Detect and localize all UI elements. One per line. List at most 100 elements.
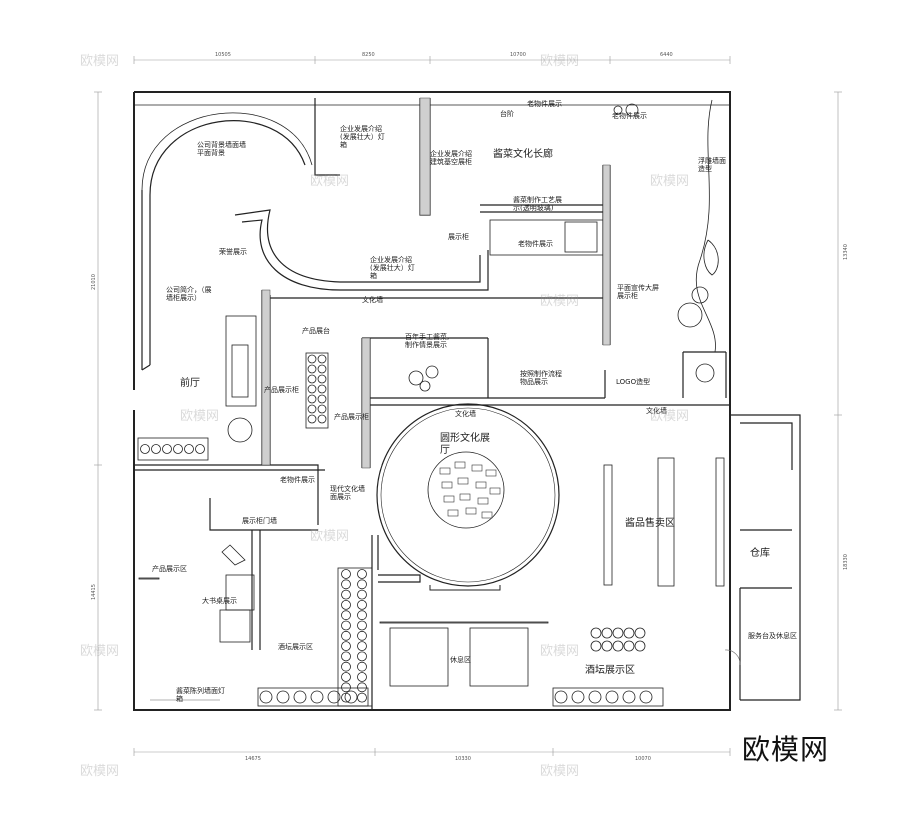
label-dev-history-big: 企业发展介绍 (发展壮大）灯 箱 (340, 125, 385, 150)
watermark: 欧模网 (650, 409, 690, 424)
label-shop: 酱品售卖区 (625, 518, 675, 529)
label-old-tool-mid: 老物件展示 (518, 240, 553, 248)
jar-circle (327, 690, 341, 704)
dim-bottom-3: 10070 (635, 756, 651, 762)
label-dev-history-small: 企业发展介绍 (发展壮大）灯 箱 (370, 256, 415, 281)
label-lobby: 前厅 (180, 378, 200, 389)
jar-circle (341, 589, 351, 600)
jar-circle (341, 682, 351, 693)
jar-circle (601, 627, 613, 639)
jar-circle (317, 364, 327, 374)
jar-circle (357, 569, 367, 579)
jar-circle (357, 630, 367, 641)
jar-circle (310, 690, 324, 704)
jar-circle (357, 682, 367, 693)
jar-circle (341, 661, 351, 672)
label-culture-wall-1: 文化墙 (362, 296, 383, 304)
label-culture-gallery: 酱菜文化长廊 (493, 149, 553, 160)
jar-circle (357, 600, 367, 610)
label-storage: 仓库 (750, 548, 770, 559)
outer-walls (133, 91, 731, 711)
door-swings (150, 649, 741, 701)
dim-bottom-2: 10330 (455, 756, 471, 762)
label-honor-display: 荣誉展示 (219, 248, 247, 256)
jar-circle (307, 364, 317, 374)
label-product-cabinet: 产品展示柜 (264, 386, 299, 394)
jar-circle (357, 661, 367, 672)
label-modern-culture: 现代文化墙 面展示 (330, 485, 365, 502)
jar-circle (307, 354, 317, 364)
watermark: 欧模网 (540, 294, 580, 309)
jar-circle (341, 610, 351, 621)
jar-circle (357, 610, 367, 621)
label-wine-zone-right: 酒坛展示区 (585, 665, 635, 676)
jar-circle (357, 651, 367, 662)
jar-circle (357, 641, 367, 651)
jar-circle (357, 692, 367, 703)
jar-circle (317, 374, 327, 384)
label-display-box: 展示柜 (448, 233, 469, 241)
jar-circle (341, 569, 351, 579)
jar-circle (307, 404, 317, 414)
jar-circle (341, 651, 351, 662)
label-craft-display: 按照制作流程 物品展示 (520, 370, 562, 387)
brand-watermark: 欧模网 (742, 733, 830, 766)
label-tea-display: 大书桌展示 (202, 597, 237, 605)
jar-circle (612, 627, 624, 639)
jar-circle (341, 672, 351, 682)
dim-top-3: 10700 (510, 52, 526, 58)
jar-circle (341, 620, 351, 631)
label-wine-zone-left: 酒坛展示区 (278, 643, 313, 651)
dim-right-2: 18330 (843, 554, 849, 570)
jar-circle (623, 640, 635, 652)
label-flat-screen: 平面宣传大屏 展示柜 (617, 284, 659, 301)
jar-circle (357, 672, 367, 682)
watermark: 欧模网 (540, 764, 580, 779)
jar-circle (184, 444, 194, 454)
label-old-tool-right: 老物件展示 (612, 112, 647, 120)
jar-circle (590, 640, 602, 652)
jar-circle (307, 384, 317, 394)
round-hall (376, 403, 560, 591)
jar-circle (293, 690, 307, 704)
jar-circle (554, 690, 568, 704)
label-brand-wall: 公司背景墙面墙 平面背景 (197, 141, 246, 158)
jar-circle (634, 640, 646, 652)
jar-circle (605, 690, 619, 704)
watermark: 欧模网 (180, 409, 220, 424)
jar-circle (307, 414, 317, 424)
label-product-cabinet-2: 产品展示柜 (334, 413, 369, 421)
label-tradition-craft: 百年手工酱菜, 制作情景展示 (405, 333, 450, 350)
jar-circle (341, 600, 351, 610)
jar-circle (259, 690, 273, 704)
dimension-lines (94, 56, 842, 756)
jar-circle (571, 690, 585, 704)
jar-circle (162, 444, 172, 454)
label-old-tool-top: 老物件展示 (527, 100, 562, 108)
round-hall-props (439, 461, 501, 519)
jar-circle (639, 690, 653, 704)
jar-circle (612, 640, 624, 652)
watermark: 欧模网 (310, 529, 350, 544)
watermark: 欧模网 (80, 54, 120, 69)
jar-circle (195, 444, 205, 454)
jar-circle (140, 444, 150, 454)
label-culture-wall-2: 文化墙 (646, 407, 667, 415)
label-rest-area: 休息区 (450, 656, 471, 664)
label-logo-wall: LOGO造型 (616, 378, 651, 386)
dim-left-2: 14415 (91, 584, 97, 600)
jar-circle (276, 690, 290, 704)
jar-circle (341, 641, 351, 651)
label-corridor: 酱菜陈列墙面灯 箱 (176, 687, 225, 704)
jar-circles (140, 354, 653, 704)
jar-circle (341, 630, 351, 641)
label-furniture-display: 老物件展示 (280, 476, 315, 484)
jar-circle (173, 444, 183, 454)
dim-bottom-1: 14675 (245, 756, 261, 762)
label-cabinet-door: 展示柜门墙 (242, 517, 277, 525)
jar-circle (623, 627, 635, 639)
jar-circle (344, 690, 358, 704)
label-round-hall: 圆形文化展 厅 (440, 433, 490, 456)
jar-circle (307, 374, 317, 384)
jar-circle (357, 589, 367, 600)
